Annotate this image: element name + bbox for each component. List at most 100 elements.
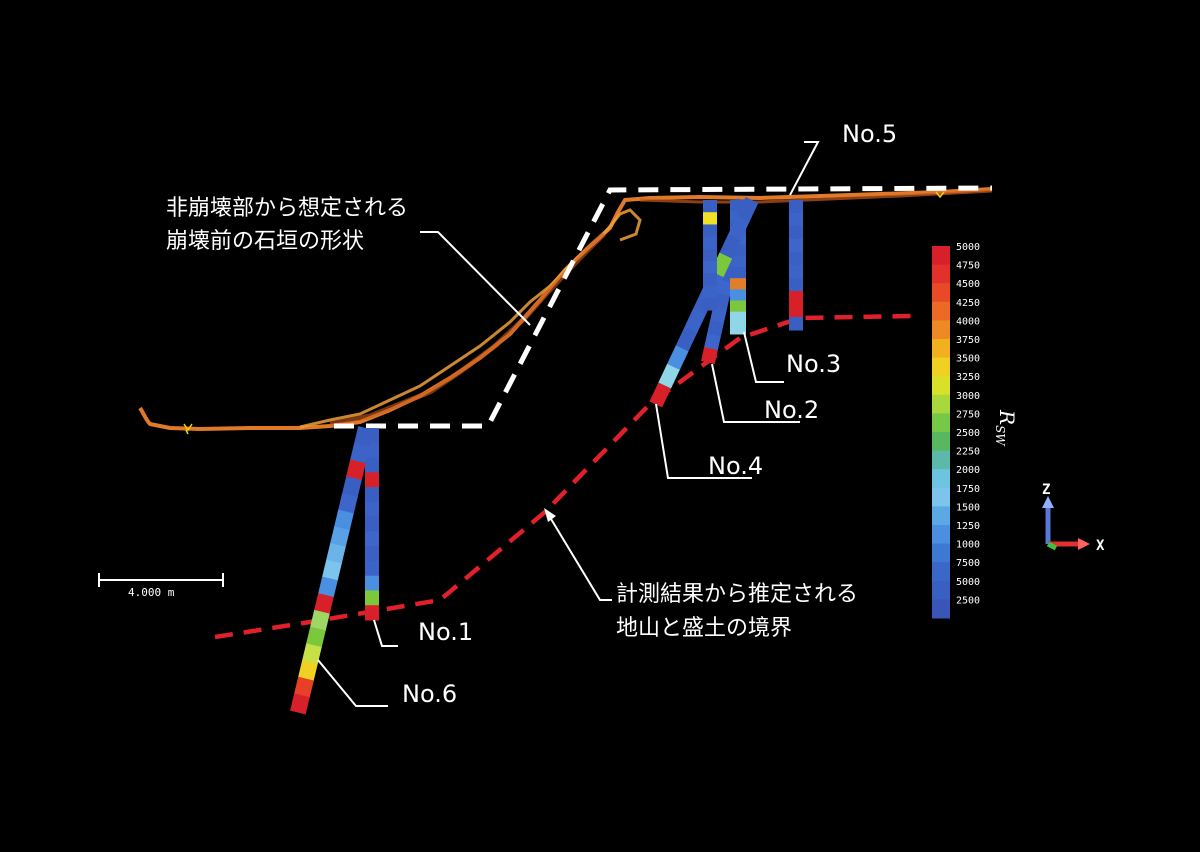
- legend-tick-label: 4000: [956, 316, 980, 327]
- borehole-segment: [365, 546, 379, 562]
- borehole-segment: [730, 289, 746, 301]
- legend-swatch: [932, 320, 950, 340]
- legend-tick-label: 3500: [956, 354, 980, 365]
- borehole-segment: [666, 345, 689, 371]
- borehole-segment: [703, 200, 717, 213]
- borehole-segment: [701, 346, 718, 365]
- borehole-segment: [338, 492, 358, 514]
- borehole-segment: [789, 317, 803, 331]
- borehole-segment: [730, 244, 746, 257]
- borehole-segment: [707, 319, 724, 338]
- borehole-label-no1: No.1: [418, 618, 473, 646]
- borehole-segment: [730, 278, 746, 290]
- borehole-label-no4: No.4: [708, 452, 763, 480]
- borehole-segment: [730, 311, 746, 324]
- borehole-segment: [322, 559, 342, 581]
- borehole-segment: [365, 560, 379, 577]
- borehole-segment: [658, 363, 680, 389]
- borehole-label-no2: No.2: [764, 396, 819, 424]
- legend-tick-label: 1500: [956, 502, 980, 513]
- axis-triad: Z X: [1042, 482, 1105, 554]
- legend-swatch: [932, 599, 950, 619]
- legend-swatch: [932, 506, 950, 526]
- annotation-bottom-line1: 計測結果から推定される: [616, 582, 858, 607]
- legend-swatch: [932, 450, 950, 470]
- borehole-segment: [365, 575, 379, 591]
- borehole-segment: [730, 200, 746, 212]
- borehole-segment: [298, 660, 318, 681]
- borehole-segment: [789, 213, 803, 227]
- borehole-segment: [342, 476, 362, 498]
- legend-tick-label: 2250: [956, 447, 980, 458]
- borehole-segment: [290, 693, 310, 715]
- borehole-segment: [789, 226, 803, 240]
- borehole-segment: [703, 285, 717, 299]
- legend-tick-label: 7500: [956, 558, 980, 569]
- legend-swatch: [932, 525, 950, 545]
- legend-tick-label: 4250: [956, 298, 980, 309]
- borehole-segment: [649, 382, 672, 408]
- borehole-segment: [365, 531, 379, 547]
- legend-tick-label: 2500: [956, 595, 980, 606]
- scale-bar: 4.000 m: [98, 573, 224, 599]
- borehole-upper: [703, 200, 717, 311]
- borehole-segment: [730, 300, 746, 313]
- borehole-segment: [675, 326, 698, 352]
- borehole-segment: [719, 234, 741, 260]
- borehole-segment: [736, 197, 759, 222]
- borehole-segment: [684, 308, 706, 334]
- legend-swatch: [932, 301, 950, 321]
- borehole-segment: [365, 472, 379, 488]
- legend-swatch: [932, 394, 950, 414]
- borehole-segment: [306, 626, 326, 648]
- scale-bar-label: 4.000 m: [128, 586, 175, 599]
- presumed-wall-shape-line: [334, 185, 993, 429]
- borehole-label-no6: No.6: [402, 680, 457, 708]
- borehole-segment: [789, 304, 803, 318]
- borehole-segment: [703, 224, 717, 238]
- legend-title: RSW: [993, 409, 1019, 447]
- borehole-segment: [789, 200, 803, 214]
- legend-tick-label: 3250: [956, 372, 980, 383]
- legend-tick-label: 5000: [956, 577, 980, 588]
- borehole-segment: [330, 526, 350, 548]
- borehole-segment: [713, 292, 730, 311]
- borehole-segment: [789, 252, 803, 266]
- legend-swatch: [932, 376, 950, 396]
- borehole-label-no5: No.5: [842, 120, 897, 148]
- ground-surface: [138, 187, 993, 435]
- leader-lines: [317, 141, 820, 707]
- borehole-segment: [730, 255, 746, 268]
- borehole-segment: [318, 576, 338, 598]
- legend-tick-label: 3000: [956, 391, 980, 402]
- borehole-segment: [334, 509, 354, 531]
- legend-tick-label: 2500: [956, 428, 980, 439]
- borehole-segment: [710, 306, 727, 324]
- borehole-segment: [350, 442, 370, 464]
- borehole-segment: [789, 278, 803, 292]
- borehole-segment: [704, 333, 721, 351]
- borehole-segment: [727, 215, 750, 241]
- legend-swatch: [932, 487, 950, 507]
- legend-tick-label: 4500: [956, 279, 980, 290]
- legend-tick-label: 1250: [956, 521, 980, 532]
- borehole-segment: [789, 265, 803, 279]
- borehole-segment: [365, 457, 379, 473]
- borehole-label-no3: No.3: [786, 350, 841, 378]
- legend-tick-label: 4750: [956, 261, 980, 272]
- borehole-segment: [365, 590, 379, 606]
- borehole-segment: [302, 643, 322, 665]
- legend-tick-label: 2000: [956, 465, 980, 476]
- legend-swatch: [932, 264, 950, 284]
- legend-tick-label: 3750: [956, 335, 980, 346]
- borehole-no5: [789, 200, 803, 331]
- borehole-segment: [365, 516, 379, 532]
- borehole-segment: [354, 426, 374, 448]
- borehole-segment: [730, 267, 746, 279]
- axis-x-label: X: [1096, 538, 1105, 554]
- legend-title-main: R: [995, 409, 1019, 425]
- borehole-segment: [326, 543, 346, 564]
- legend-tick-label: 5000: [956, 242, 980, 253]
- borehole-segment: [365, 487, 379, 503]
- borehole-segment: [310, 609, 330, 631]
